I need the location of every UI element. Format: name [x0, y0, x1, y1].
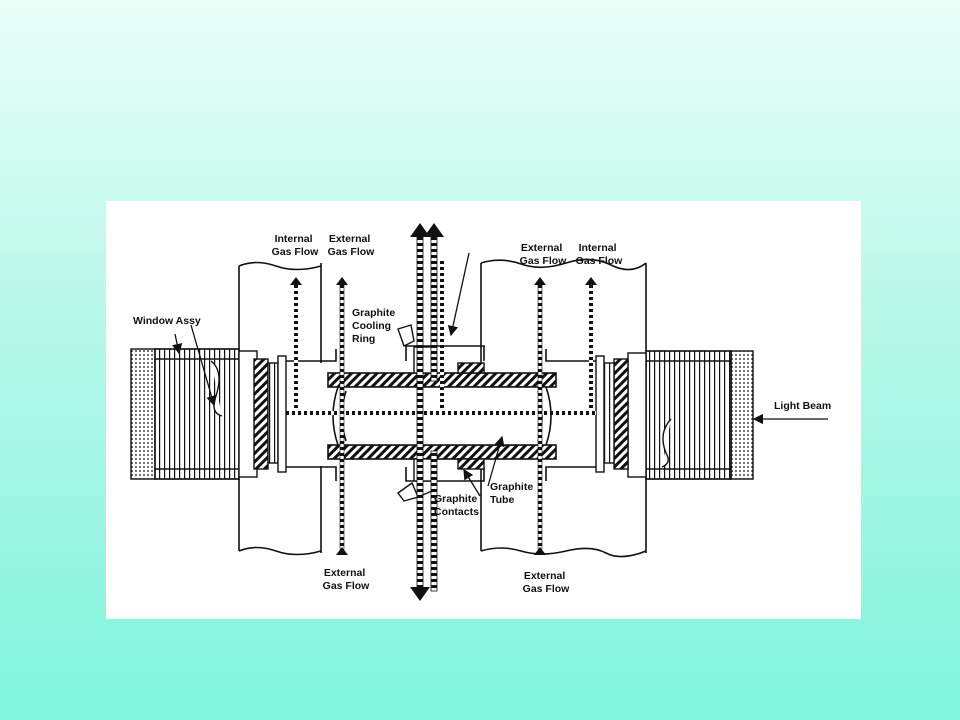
contact-tab [397, 481, 419, 502]
label-external-gas-flow-top-right: External Gas Flow [520, 242, 568, 267]
right-housing [480, 258, 647, 558]
cooling-ring-tab [397, 324, 415, 347]
leader-lines [172, 252, 828, 498]
label-graphite-tube: Graphite Tube [490, 481, 536, 506]
external-gas-marker-right-bottom [534, 547, 546, 555]
label-internal-gas-flow-left: Internal Gas Flow [272, 233, 320, 258]
label-graphite-contacts: Graphite Contacts [434, 493, 480, 518]
right-window-assembly [595, 350, 754, 480]
label-external-gas-flow-top-left: External Gas Flow [328, 233, 376, 258]
label-window-assy: Window Assy [133, 315, 201, 327]
external-gas-channel-left [339, 282, 345, 550]
furnace-diagram: Internal Gas Flow External Gas Flow Exte… [106, 201, 861, 619]
internal-gas-channel-left [294, 283, 298, 411]
left-housing [238, 261, 322, 556]
label-light-beam: Light Beam [774, 400, 831, 412]
central-chamber [286, 345, 596, 482]
external-gas-marker-right-top [534, 277, 546, 285]
internal-gas-marker-left [290, 277, 302, 285]
electrode-rods [410, 223, 444, 601]
center-gas-channel [440, 261, 444, 411]
graphite-furnace-schematic: Internal Gas Flow External Gas Flow Exte… [130, 223, 831, 601]
label-graphite-cooling-ring: Graphite Cooling Ring [352, 307, 398, 345]
label-external-gas-flow-bottom-right: External Gas Flow [523, 570, 571, 595]
internal-gas-marker-right [585, 277, 597, 285]
label-external-gas-flow-bottom-left: External Gas Flow [323, 567, 371, 592]
label-internal-gas-flow-right: Internal Gas Flow [576, 242, 624, 267]
left-window-assembly [130, 348, 287, 480]
external-gas-marker-left-bottom [336, 547, 348, 555]
light-path [286, 411, 596, 415]
external-gas-channel-right [537, 282, 543, 550]
internal-gas-channel-right [589, 283, 593, 411]
external-gas-marker-left-top [336, 277, 348, 285]
